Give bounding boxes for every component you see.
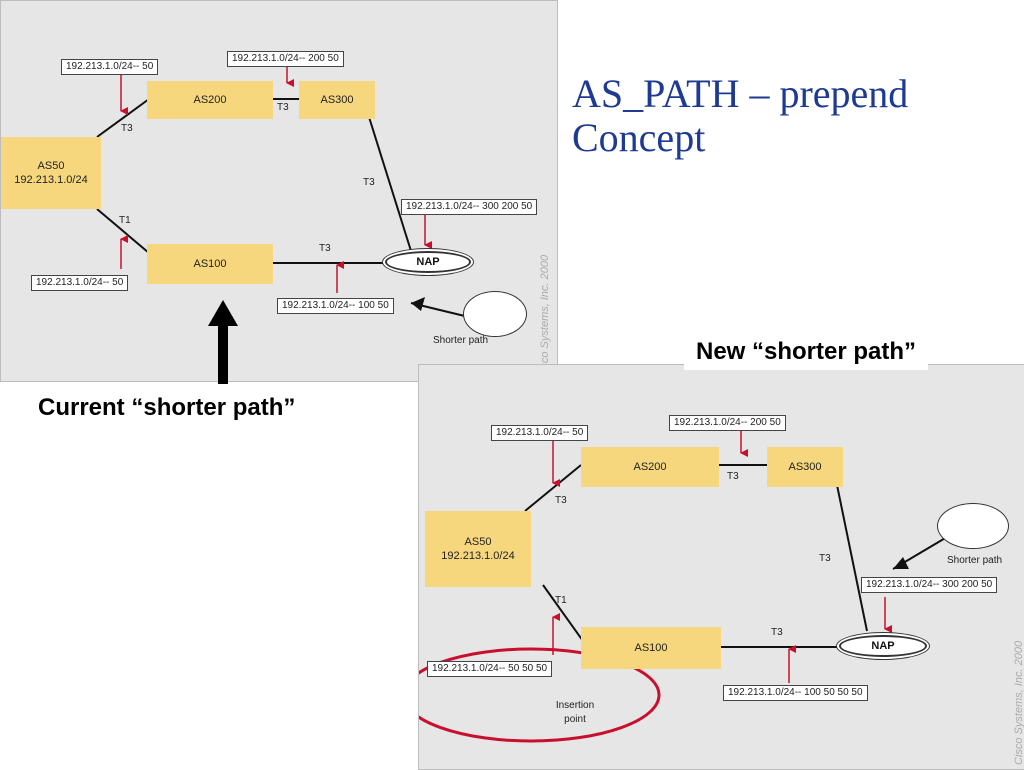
as200-label: AS200 bbox=[193, 94, 227, 106]
link-label: T3 bbox=[555, 495, 567, 506]
as100-label: AS100 bbox=[634, 642, 668, 654]
title-line-1: AS_PATH – prepend bbox=[572, 71, 909, 116]
route-label: 192.213.1.0/24-- 50 bbox=[491, 425, 589, 441]
route-label: 192.213.1.0/24-- 50 bbox=[61, 59, 159, 75]
nap-label: NAP bbox=[871, 640, 895, 652]
as50-box: AS50 192.213.1.0/24 bbox=[425, 511, 531, 587]
link-as300-nap bbox=[368, 116, 412, 252]
as100-box: AS100 bbox=[147, 244, 273, 284]
bottom-diagram-links bbox=[419, 431, 948, 743]
route-label: 192.213.1.0/24-- 50 bbox=[31, 275, 129, 291]
as300-label: AS300 bbox=[320, 94, 354, 106]
slide-title: AS_PATH – prepend Concept bbox=[572, 72, 908, 160]
link-as50-as100 bbox=[96, 208, 150, 254]
nap-node: NAP bbox=[385, 251, 471, 273]
new-shorter-path-callout: New “shorter path” bbox=[684, 334, 929, 370]
as300-label: AS300 bbox=[788, 461, 822, 473]
shorter-path-label: Shorter path bbox=[947, 555, 1003, 566]
link-label: T3 bbox=[727, 471, 739, 482]
route-label: 192.213.1.0/24-- 100 50 bbox=[277, 298, 394, 314]
link-label: T3 bbox=[771, 627, 783, 638]
as50-network: 192.213.1.0/24 bbox=[14, 174, 88, 186]
as100-box: AS100 bbox=[581, 627, 721, 669]
as50-name: AS50 bbox=[464, 536, 492, 548]
link-as300-nap bbox=[836, 484, 868, 632]
route-label: 192.213.1.0/24-- 100 50 50 50 bbox=[723, 685, 868, 701]
link-as50-as200 bbox=[96, 98, 150, 138]
nap-node: NAP bbox=[839, 635, 927, 657]
route-label: 192.213.1.0/24-- 200 50 bbox=[669, 415, 786, 431]
as200-label: AS200 bbox=[633, 461, 667, 473]
link-label: T1 bbox=[119, 215, 131, 226]
as200-box: AS200 bbox=[581, 447, 719, 487]
as50-box: AS50 192.213.1.0/24 bbox=[1, 137, 101, 209]
nap-label: NAP bbox=[416, 256, 440, 268]
insertion-point-text: Insertion point bbox=[555, 700, 595, 725]
link-label: T3 bbox=[277, 102, 289, 113]
route-label: 192.213.1.0/24-- 300 200 50 bbox=[401, 199, 538, 215]
route-label: 192.213.1.0/24-- 200 50 bbox=[227, 51, 344, 67]
insertion-point-label: Insertion point bbox=[545, 699, 605, 727]
link-label: T3 bbox=[319, 243, 331, 254]
as50-network: 192.213.1.0/24 bbox=[441, 550, 515, 562]
as300-box: AS300 bbox=[767, 447, 843, 487]
link-as50-as200 bbox=[524, 464, 582, 512]
shorter-path-cloud bbox=[937, 503, 1009, 549]
as50-name: AS50 bbox=[37, 160, 65, 172]
watermark: Cisco Systems, Inc. 2000 bbox=[539, 254, 551, 379]
shorter-path-cloud bbox=[463, 291, 527, 337]
insertion-point-ellipse bbox=[419, 647, 661, 743]
as100-label: AS100 bbox=[193, 258, 227, 270]
link-label: T3 bbox=[363, 177, 375, 188]
watermark: Cisco Systems, Inc. 2000 bbox=[1013, 640, 1024, 765]
top-diagram-panel: AS50 192.213.1.0/24 AS200 AS300 AS100 NA… bbox=[0, 0, 558, 382]
link-label: T3 bbox=[121, 123, 133, 134]
title-line-2: Concept bbox=[572, 115, 706, 160]
route-label: 192.213.1.0/24-- 50 50 50 bbox=[427, 661, 553, 677]
current-shorter-path-callout: Current “shorter path” bbox=[28, 384, 306, 430]
as300-box: AS300 bbox=[299, 81, 375, 119]
shorter-path-label: Shorter path bbox=[433, 335, 489, 346]
link-label: T1 bbox=[555, 595, 567, 606]
as200-box: AS200 bbox=[147, 81, 273, 119]
link-label: T3 bbox=[819, 553, 831, 564]
bottom-diagram-panel: AS50 192.213.1.0/24 AS200 AS300 AS100 NA… bbox=[418, 364, 1024, 770]
link-as50-as100 bbox=[542, 584, 584, 642]
route-label: 192.213.1.0/24-- 300 200 50 bbox=[861, 577, 998, 593]
